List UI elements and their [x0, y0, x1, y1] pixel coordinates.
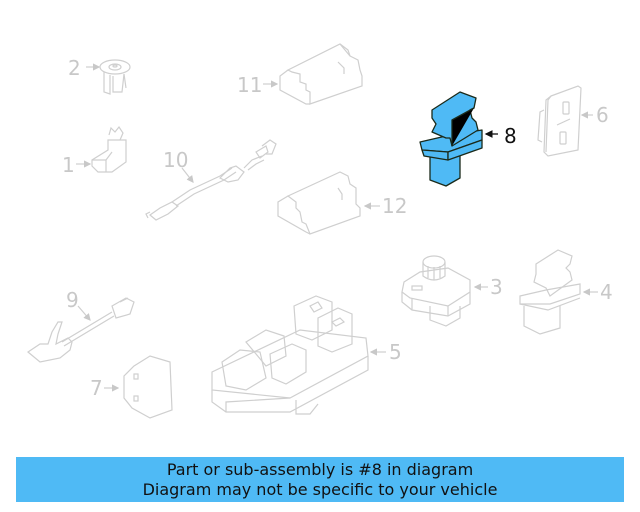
callout-2: 2	[68, 56, 81, 80]
info-banner: Part or sub-assembly is #8 in diagram Di…	[16, 457, 624, 502]
callout-12: 12	[382, 194, 408, 218]
callout-6: 6	[596, 103, 609, 127]
part-8-window-switch[interactable]	[419, 91, 498, 187]
part-11-trim[interactable]	[263, 43, 363, 105]
callout-9: 9	[66, 288, 79, 312]
callout-8[interactable]: 8	[504, 124, 517, 148]
part-10-harness[interactable]	[145, 139, 277, 221]
part-4-window-switch[interactable]	[519, 249, 598, 335]
part-1-bracket[interactable]	[76, 125, 127, 173]
banner-disclaimer-line: Diagram may not be specific to your vehi…	[142, 479, 498, 499]
part-5-master-switch[interactable]	[211, 295, 386, 415]
part-9-sensor[interactable]	[26, 297, 135, 363]
part-6-bezel[interactable]	[537, 85, 593, 157]
callout-7: 7	[90, 376, 103, 400]
callout-1: 1	[62, 153, 75, 177]
part-2-clip[interactable]	[86, 59, 131, 95]
callout-10: 10	[163, 148, 189, 172]
part-12-trim[interactable]	[277, 171, 380, 235]
part-7-module[interactable]	[104, 355, 173, 419]
callout-5: 5	[389, 340, 402, 364]
callout-4: 4	[600, 280, 613, 304]
callout-3: 3	[490, 275, 503, 299]
banner-part-line: Part or sub-assembly is #8 in diagram	[166, 459, 474, 479]
part-3-mirror-switch[interactable]	[401, 255, 488, 327]
callout-11: 11	[237, 73, 263, 97]
